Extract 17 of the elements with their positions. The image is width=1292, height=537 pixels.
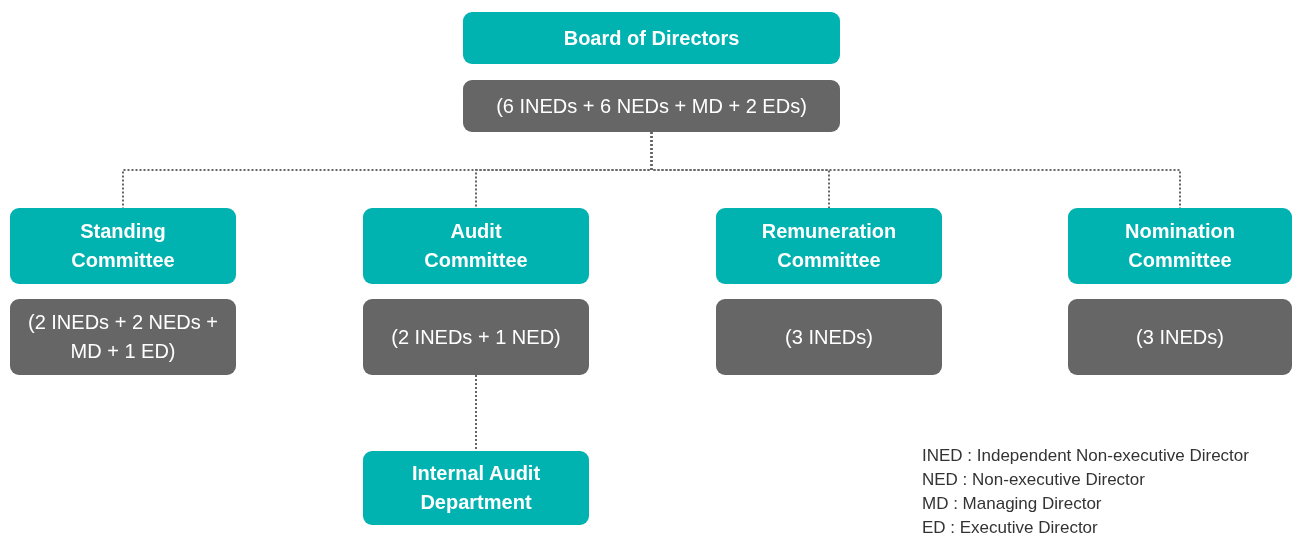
- connector-line: [650, 131, 1181, 209]
- committee-box: Nomination Committee: [1068, 208, 1292, 284]
- abbreviation-note: INED : Independent Non-executive Director: [922, 446, 1249, 466]
- committee-box: Internal Audit Department: [363, 451, 589, 525]
- abbreviation-note: ED : Executive Director: [922, 518, 1098, 537]
- membership-box: (6 INEDs + 6 NEDs + MD + 2 EDs): [463, 80, 840, 132]
- membership-box: (3 INEDs): [716, 299, 942, 375]
- committee-box: Remuneration Committee: [716, 208, 942, 284]
- committee-box: Board of Directors: [463, 12, 840, 64]
- committee-box: Audit Committee: [363, 208, 589, 284]
- committee-box: Standing Committee: [10, 208, 236, 284]
- membership-box: (2 INEDs + 2 NEDs + MD + 1 ED): [10, 299, 236, 375]
- abbreviation-note: NED : Non-executive Director: [922, 470, 1145, 490]
- membership-box: (3 INEDs): [1068, 299, 1292, 375]
- connector-line: [475, 374, 477, 452]
- membership-box: (2 INEDs + 1 NED): [363, 299, 589, 375]
- abbreviation-note: MD : Managing Director: [922, 494, 1102, 514]
